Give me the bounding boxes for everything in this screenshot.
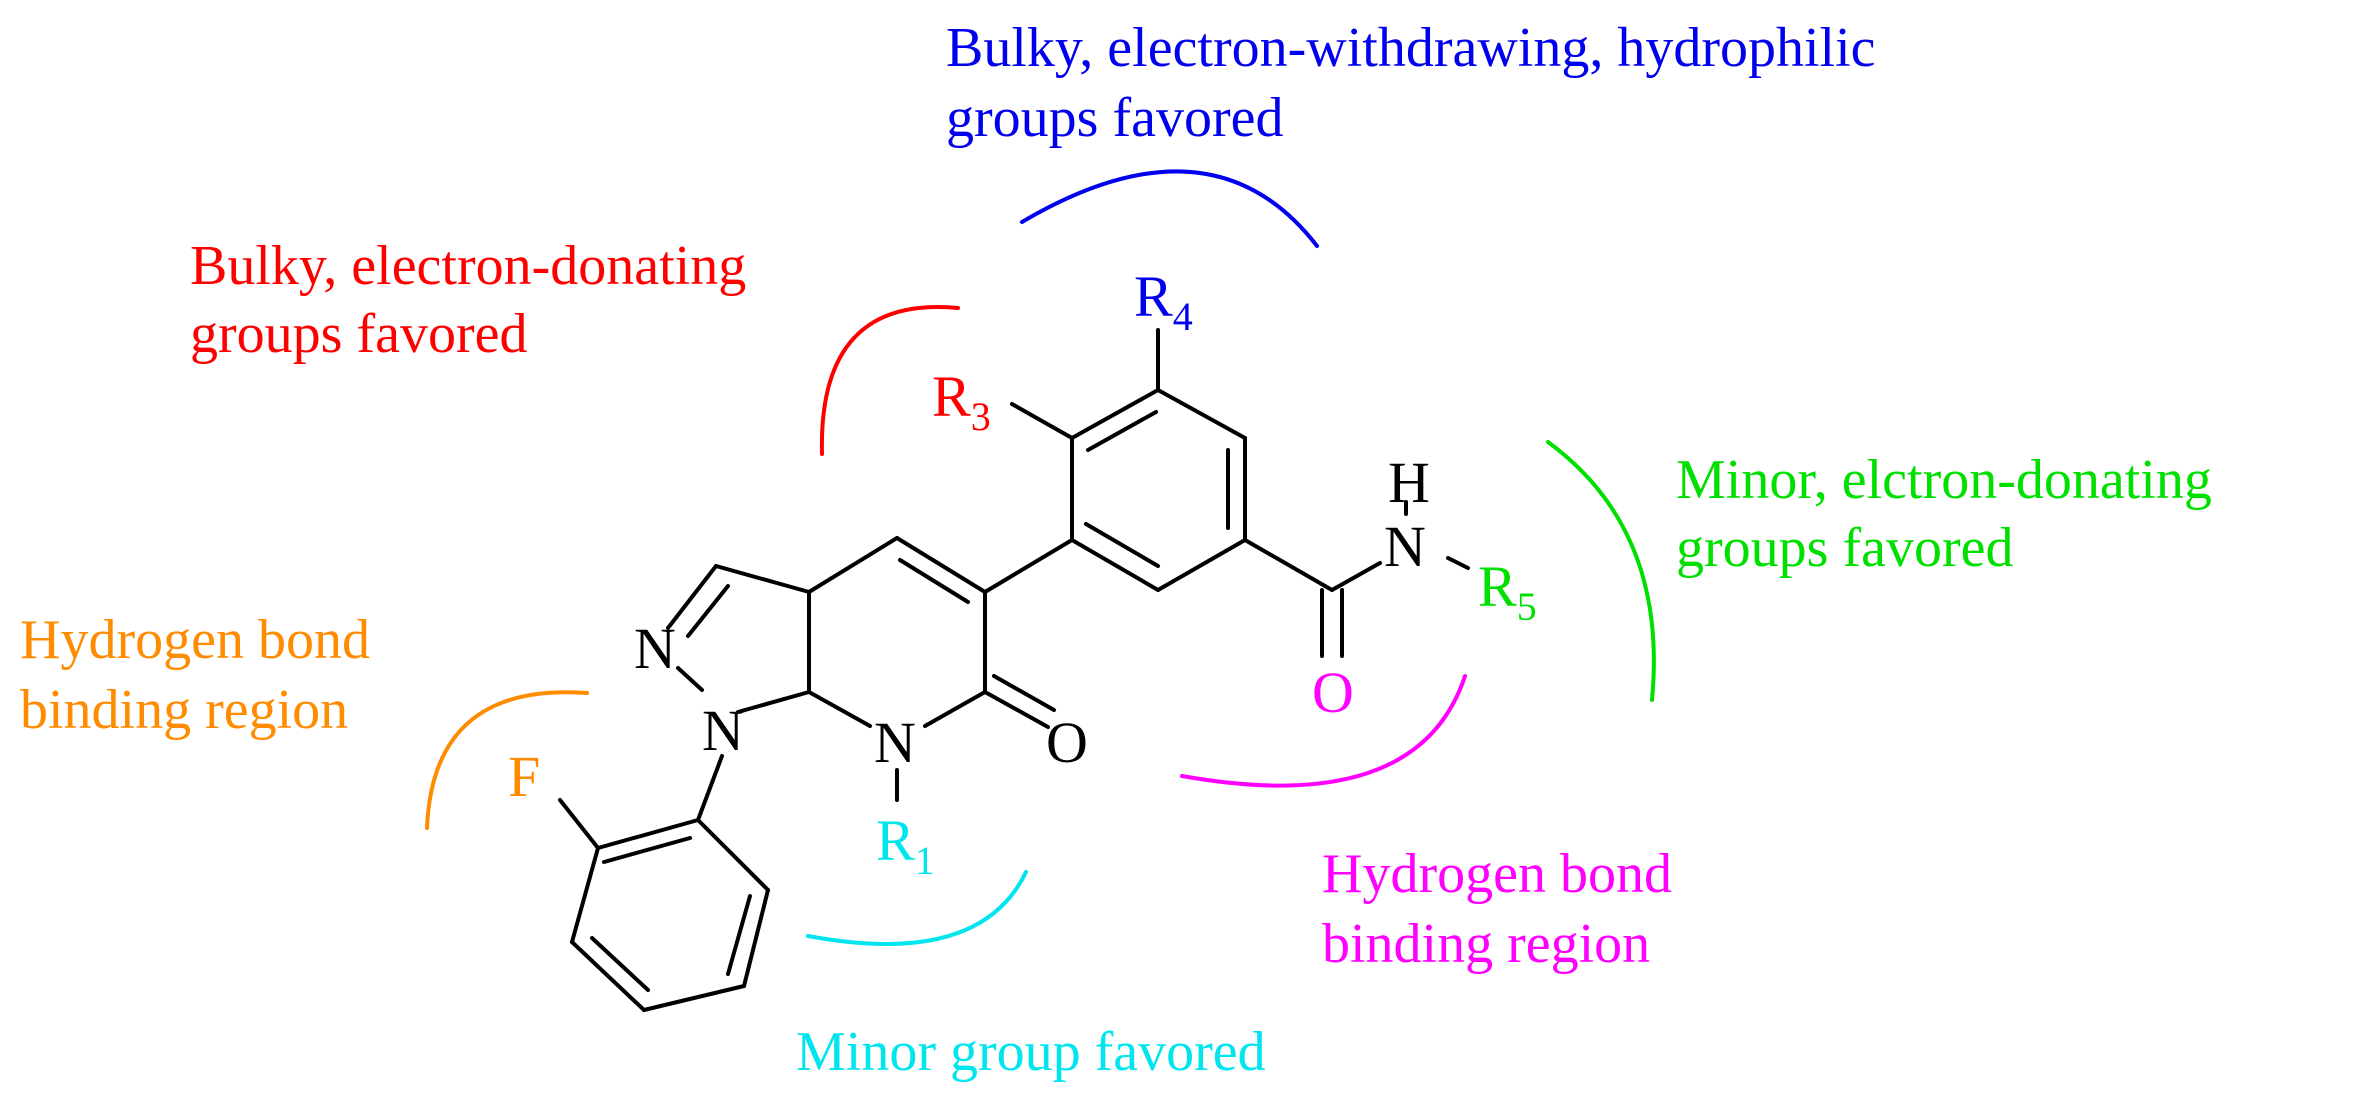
bond-c6-o-b — [992, 674, 1056, 712]
atom-r5: R5 — [1478, 554, 1537, 629]
atom-labels: N N N O F R1 R3 R4 R5 H N O — [508, 264, 1537, 883]
bond-ph-2 — [570, 846, 600, 944]
annotation-amide-line-2: binding region — [1322, 913, 1650, 975]
arc-amide-region — [1180, 674, 1467, 788]
bond-ar-r3 — [1010, 402, 1074, 440]
bond-n1-n2 — [676, 666, 704, 692]
bond-c4-c5-inner — [898, 558, 970, 604]
bond-ph-f — [558, 798, 600, 850]
annotation-r4-line-1: Bulky, electron-withdrawing, hydrophilic — [946, 17, 1876, 79]
bond-ar-4 — [1156, 388, 1247, 440]
annotation-r4-line-2: groups favored — [946, 87, 1283, 149]
bond-ar-1 — [1070, 538, 1160, 592]
annotation-r3-line-2: groups favored — [190, 303, 527, 365]
bond-ph-4 — [642, 984, 746, 1012]
bond-ar-5-inner — [1086, 410, 1158, 452]
bond-ar-1-inner — [1084, 522, 1160, 568]
atom-o-pyridone: O — [1046, 710, 1088, 775]
arc-r4-region — [1020, 169, 1319, 248]
bond-c4-c5 — [895, 536, 987, 594]
annotation-fluoro-line-1: Hydrogen bond — [20, 609, 370, 671]
bond-ph-5-inner — [726, 894, 752, 976]
atom-o-amide: O — [1312, 660, 1354, 725]
bond-c7a-n1 — [736, 690, 811, 714]
bond-ph-3 — [570, 940, 646, 1012]
bond-c3-c3a — [714, 564, 811, 594]
annotations: Bulky, electron-withdrawing, hydrophilic… — [20, 17, 2212, 1083]
atom-r1: R1 — [876, 808, 935, 883]
region-arcs — [425, 169, 1656, 946]
bond-ph-5 — [742, 888, 770, 988]
bond-c3-n2 — [666, 564, 718, 630]
atom-h-amide: H — [1388, 450, 1430, 515]
bond-co-n — [1330, 561, 1382, 592]
atom-r3: R3 — [932, 364, 991, 439]
bond-ph-1-inner — [602, 836, 692, 864]
bond-c3-n2-inner — [686, 584, 730, 638]
bond-c5-ar — [983, 538, 1074, 594]
annotation-r5-line-2: groups favored — [1676, 517, 2013, 579]
bond-ar-2 — [1156, 538, 1247, 592]
molecule-skeleton — [558, 328, 1470, 1012]
bond-c6-o-a — [983, 690, 1050, 729]
bond-n-r5 — [1446, 556, 1470, 570]
atom-n-pyridone: N — [874, 710, 916, 775]
annotation-amide-line-1: Hydrogen bond — [1322, 843, 1672, 905]
bond-c3a-c4 — [807, 536, 899, 594]
bond-ph-6 — [696, 818, 770, 892]
bond-c6-n7 — [923, 690, 987, 728]
bond-ar-5 — [1070, 388, 1160, 440]
arc-r3-region — [819, 305, 960, 456]
bond-ph-3-inner — [590, 936, 650, 992]
atom-n-pyrazole-2: N — [634, 616, 676, 681]
atom-n-amide: N — [1384, 514, 1426, 579]
bond-ar-co — [1243, 538, 1334, 592]
annotation-r1-line-1: Minor group favored — [796, 1021, 1266, 1083]
atom-r4: R4 — [1134, 264, 1193, 339]
annotation-r3-line-1: Bulky, electron-donating — [190, 235, 746, 297]
atom-n-pyrazole-1: N — [702, 698, 744, 763]
arc-r5-region — [1546, 440, 1656, 702]
arc-r1-region — [806, 870, 1028, 946]
atom-f: F — [508, 744, 540, 809]
bond-ph-1 — [596, 818, 700, 850]
arc-fluoro-region — [425, 690, 589, 830]
bond-n1-ph — [696, 754, 724, 822]
annotation-r5-line-1: Minor, elctron-donating — [1676, 449, 2212, 511]
annotation-fluoro-line-2: binding region — [20, 679, 348, 741]
bond-c7a-n7 — [807, 690, 872, 728]
